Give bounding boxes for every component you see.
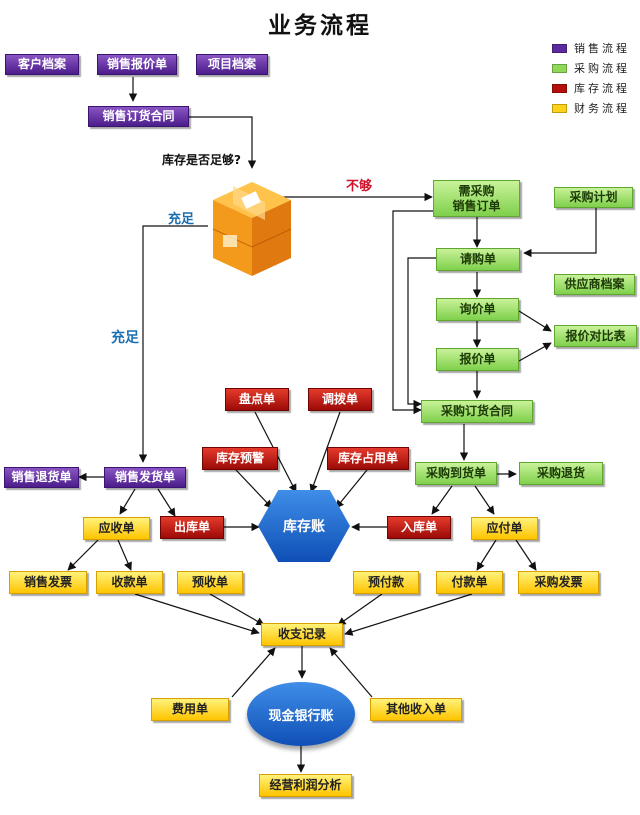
legend: 销售流程 采购流程 库存流程 财务流程 <box>552 38 630 118</box>
project-file-node[interactable]: 项目档案 <box>196 54 268 75</box>
enough-label: 充足 <box>168 212 195 227</box>
purchase-return-node[interactable]: 采购退货 <box>519 462 603 485</box>
arrow <box>119 488 136 515</box>
legend-label: 销售流程 <box>574 42 630 55</box>
arrow <box>209 593 265 626</box>
arrow <box>138 225 208 463</box>
sales-contract-node[interactable]: 销售订货合同 <box>88 106 189 127</box>
sales-quote-node[interactable]: 销售报价单 <box>97 54 177 75</box>
purchase-request-node[interactable]: 请购单 <box>436 248 520 271</box>
customer-file-node[interactable]: 客户档案 <box>5 54 79 75</box>
arrow <box>523 208 597 258</box>
inventory-ledger-node[interactable]: 库存账 <box>258 490 350 562</box>
arrow <box>117 539 132 571</box>
advance-receipt-node[interactable]: 预收单 <box>177 571 243 594</box>
arrow <box>231 647 276 698</box>
inbound-node[interactable]: 入库单 <box>387 516 451 539</box>
diagram-title: 业务流程 <box>268 13 372 39</box>
arrow <box>518 310 552 332</box>
cash-record-node[interactable]: 收支记录 <box>261 623 343 646</box>
other-income-node[interactable]: 其他收入单 <box>370 698 462 721</box>
arrow <box>518 342 552 362</box>
arrow <box>157 488 176 517</box>
arrow <box>476 539 497 571</box>
arrow <box>337 593 383 626</box>
arrow <box>344 593 473 636</box>
purchase-arrival-node[interactable]: 采购到货单 <box>415 462 497 485</box>
legend-item-inventory: 库存流程 <box>552 78 630 98</box>
vendor-quote-node[interactable]: 报价单 <box>436 348 519 371</box>
transfer-node[interactable]: 调拨单 <box>308 388 372 411</box>
cash-bank-node[interactable]: 现金银行账 <box>247 682 355 746</box>
legend-swatch-inventory <box>552 83 567 93</box>
arrow <box>235 469 273 509</box>
purchase-invoice-node[interactable]: 采购发票 <box>518 571 599 594</box>
inventory-boxes-icon <box>212 182 292 276</box>
arrow <box>329 647 373 698</box>
payment-node[interactable]: 付款单 <box>436 571 503 594</box>
advance-payment-node[interactable]: 预付款 <box>353 571 419 594</box>
sales-return-node[interactable]: 销售退货单 <box>4 467 79 488</box>
legend-swatch-sales <box>552 43 567 53</box>
legend-item-sales: 销售流程 <box>552 38 630 58</box>
legend-swatch-finance <box>552 103 567 113</box>
stock-question-label: 库存是否足够? <box>162 153 241 167</box>
purchase-req-sales-order-node[interactable]: 需采购 销售订单 <box>433 180 520 217</box>
payable-node[interactable]: 应付单 <box>471 517 538 540</box>
legend-item-finance: 财务流程 <box>552 98 630 118</box>
arrow <box>474 485 495 515</box>
receivable-node[interactable]: 应收单 <box>83 517 150 540</box>
price-compare-node[interactable]: 报价对比表 <box>554 325 637 347</box>
enough-label: 充足 <box>111 330 139 346</box>
not-enough-label: 不够 <box>346 179 373 194</box>
legend-swatch-purchase <box>552 63 567 73</box>
arrow <box>67 539 99 571</box>
purchase-contract-node[interactable]: 采购订货合同 <box>421 400 533 423</box>
purchase-plan-node[interactable]: 采购计划 <box>554 187 633 208</box>
stock-occupy-node[interactable]: 库存占用单 <box>327 447 409 470</box>
legend-label: 库存流程 <box>574 82 630 95</box>
arrow <box>335 469 368 509</box>
arrow <box>392 210 433 415</box>
arrow <box>515 539 537 571</box>
inquiry-node[interactable]: 询价单 <box>436 298 519 321</box>
legend-label: 采购流程 <box>574 62 630 75</box>
legend-item-purchase: 采购流程 <box>552 58 630 78</box>
arrow <box>407 257 436 409</box>
sales-invoice-node[interactable]: 销售发票 <box>9 571 87 594</box>
supplier-file-node[interactable]: 供应商档案 <box>554 274 635 295</box>
outbound-node[interactable]: 出库单 <box>160 516 224 539</box>
arrow <box>134 593 260 635</box>
sales-delivery-node[interactable]: 销售发货单 <box>104 467 186 488</box>
arrow <box>431 485 453 515</box>
arrow <box>189 116 257 169</box>
receipt-node[interactable]: 收款单 <box>96 571 163 594</box>
profit-analysis-node[interactable]: 经营利润分析 <box>259 774 352 797</box>
stock-alert-node[interactable]: 库存预警 <box>202 447 278 470</box>
expense-node[interactable]: 费用单 <box>151 698 229 721</box>
stocktake-node[interactable]: 盘点单 <box>225 388 289 411</box>
arrow <box>309 411 341 493</box>
legend-label: 财务流程 <box>574 102 630 115</box>
